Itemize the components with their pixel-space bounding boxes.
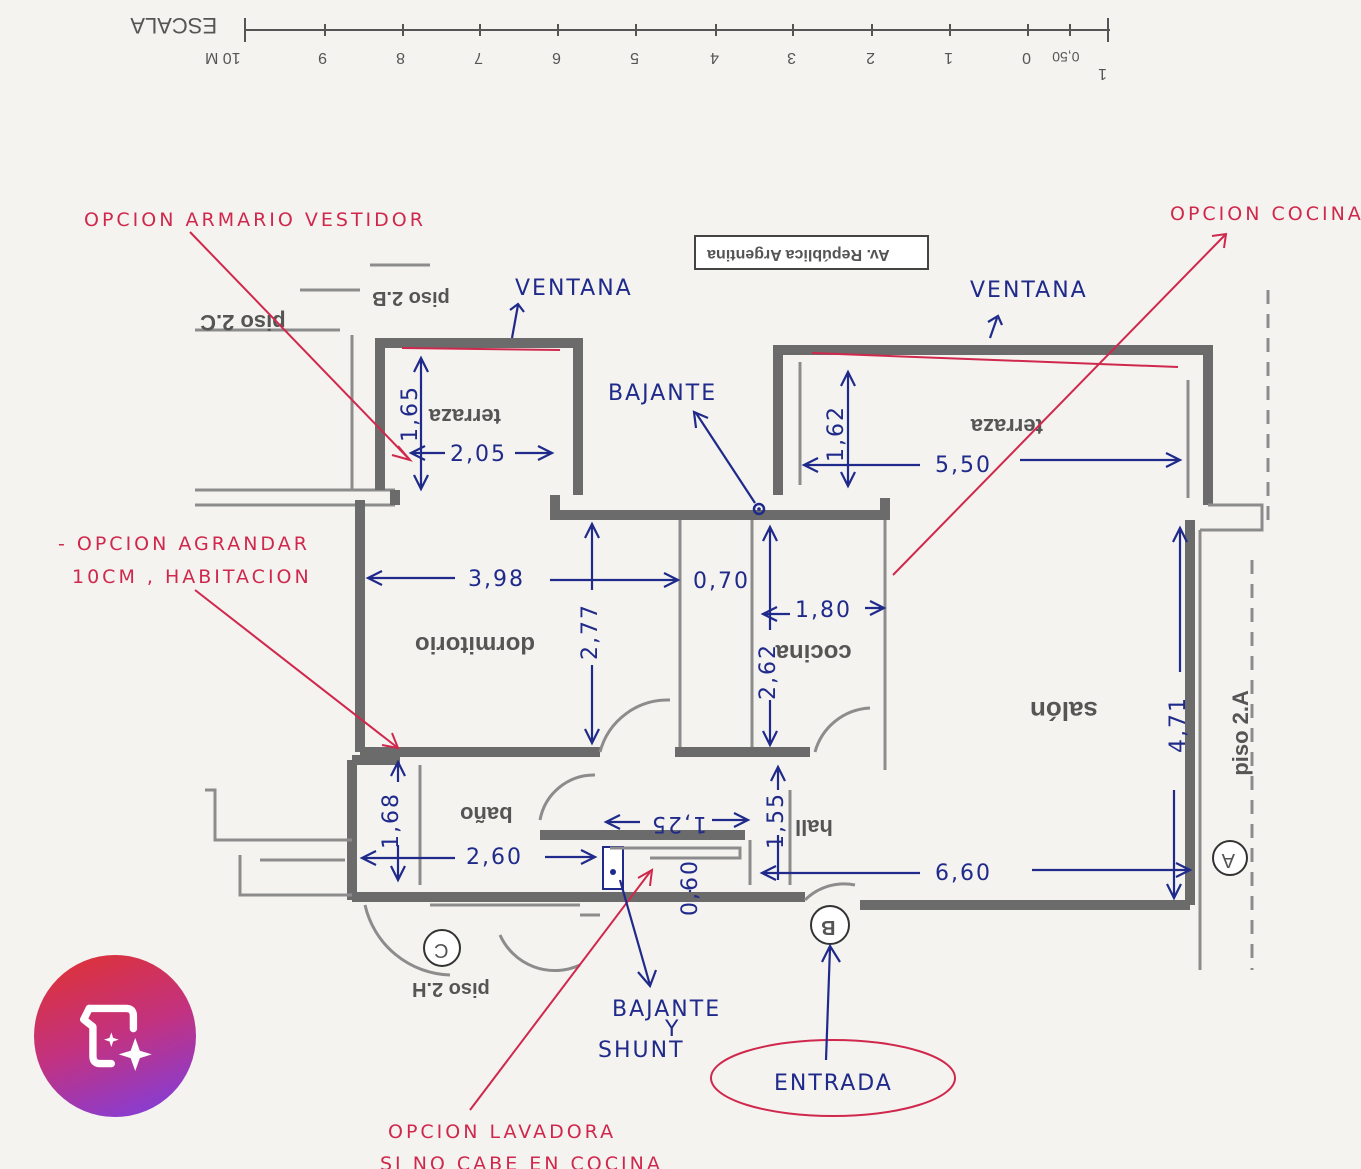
annotation-lavadora-line2: SI NO CABE EN COCINA	[380, 1153, 663, 1169]
neighbour-label: piso 2.A	[1228, 690, 1253, 776]
room-label-bano: baño	[460, 802, 513, 827]
dimension-label: 4,71	[1166, 696, 1191, 753]
annotation-entrada: ENTRADA	[774, 1071, 893, 1096]
marker-a: A	[1221, 849, 1235, 871]
annotation-bajante-top: BAJANTE	[608, 381, 717, 406]
dimension-label: 1,55	[764, 792, 789, 849]
scale-tick: 6	[552, 49, 561, 66]
annotation-ventana-left: VENTANA	[515, 276, 633, 301]
dimension-label: 5,50	[935, 453, 992, 478]
scale-tick: 4	[710, 49, 719, 66]
scale-tick: 3	[787, 49, 796, 66]
dimension-label: 0,70	[693, 569, 750, 594]
scale-tick: 8	[396, 49, 405, 66]
street-label-box: Av. República Argentina	[694, 235, 929, 270]
dimension-label: 1,25	[650, 811, 707, 836]
scale-tick: 5	[630, 49, 639, 66]
annotation-agrandar-line2: 10CM , HABITACION	[72, 566, 312, 588]
sparkle-edit-icon	[80, 1004, 152, 1071]
room-label-terraza: terraza	[970, 414, 1043, 439]
scale-tick: 10 M	[205, 49, 241, 66]
neighbour-label: piso 2.H	[412, 978, 490, 1000]
scale-tick: 1	[1098, 65, 1107, 82]
annotation-agrandar-line1: - OPCION AGRANDAR	[58, 533, 310, 555]
scale-tick: 7	[474, 49, 483, 66]
dimension-label: 1,80	[795, 598, 852, 623]
scale-tick: 0	[1022, 49, 1031, 66]
room-label-terraza: terraza	[428, 404, 501, 429]
dimension-label: 1,68	[379, 792, 404, 849]
scale-label: ESCALA	[130, 13, 217, 38]
dimension-lines: 1,65 2,05 1,62 5,50 3,98 0,70 2,77 1,80 …	[359, 355, 1193, 916]
room-label-hall: hall	[795, 815, 833, 840]
room-labels: piso 2.B piso 2.C terraza terraza dormit…	[200, 287, 1253, 1000]
dimension-label: 2,05	[450, 442, 507, 467]
street-label: Av. República Argentina	[707, 246, 890, 263]
annotation-armario-vestidor: OPCION ARMARIO VESTIDOR	[84, 209, 426, 231]
marker-c: C	[434, 939, 448, 961]
annotation-ventana-right: VENTANA	[970, 278, 1088, 303]
app-badge-button[interactable]	[34, 955, 196, 1117]
neighbour-label: piso 2.C	[200, 310, 286, 335]
dimension-label: 6,60	[935, 861, 992, 886]
scale-tick: 2	[866, 49, 875, 66]
walls	[195, 263, 1270, 977]
scale-tick: 9	[318, 49, 327, 66]
dimension-label: 1,62	[824, 405, 849, 462]
dimension-label: 2,77	[578, 603, 603, 660]
room-label-dormitorio: dormitorio	[415, 631, 535, 658]
annotation-opcion-cocina: OPCION COCINA	[1170, 203, 1361, 225]
red-annotations: OPCION ARMARIO VESTIDOR OPCION COCINA - …	[58, 203, 1361, 1169]
scale-tick: 1	[944, 49, 953, 66]
room-label-cocina: cocina	[775, 639, 852, 666]
neighbour-label: piso 2.B	[372, 287, 450, 309]
dimension-label: 2,60	[466, 845, 523, 870]
marker-b: B	[821, 916, 835, 938]
dimension-label: 0,60	[678, 859, 703, 916]
room-label-salon: salón	[1030, 696, 1098, 726]
scale-bar: ESCALA 10 M 9 8 7 6 5 4 3 2 1 0 0,50 1	[130, 13, 1110, 82]
annotation-lavadora-line1: OPCION LAVADORA	[388, 1121, 616, 1143]
dimension-label: 1,65	[398, 385, 423, 442]
dimension-label: 3,98	[468, 567, 525, 592]
scale-tick: 0,50	[1052, 49, 1079, 65]
blue-annotations: VENTANA VENTANA BAJANTE BAJANTE Y SHUNT …	[509, 276, 1088, 1096]
annotation-bajante-2: Y	[664, 1017, 680, 1042]
dimension-label: 2,62	[756, 643, 781, 700]
annotation-bajante-1: BAJANTE	[612, 997, 721, 1022]
annotation-bajante-3: SHUNT	[598, 1038, 685, 1063]
